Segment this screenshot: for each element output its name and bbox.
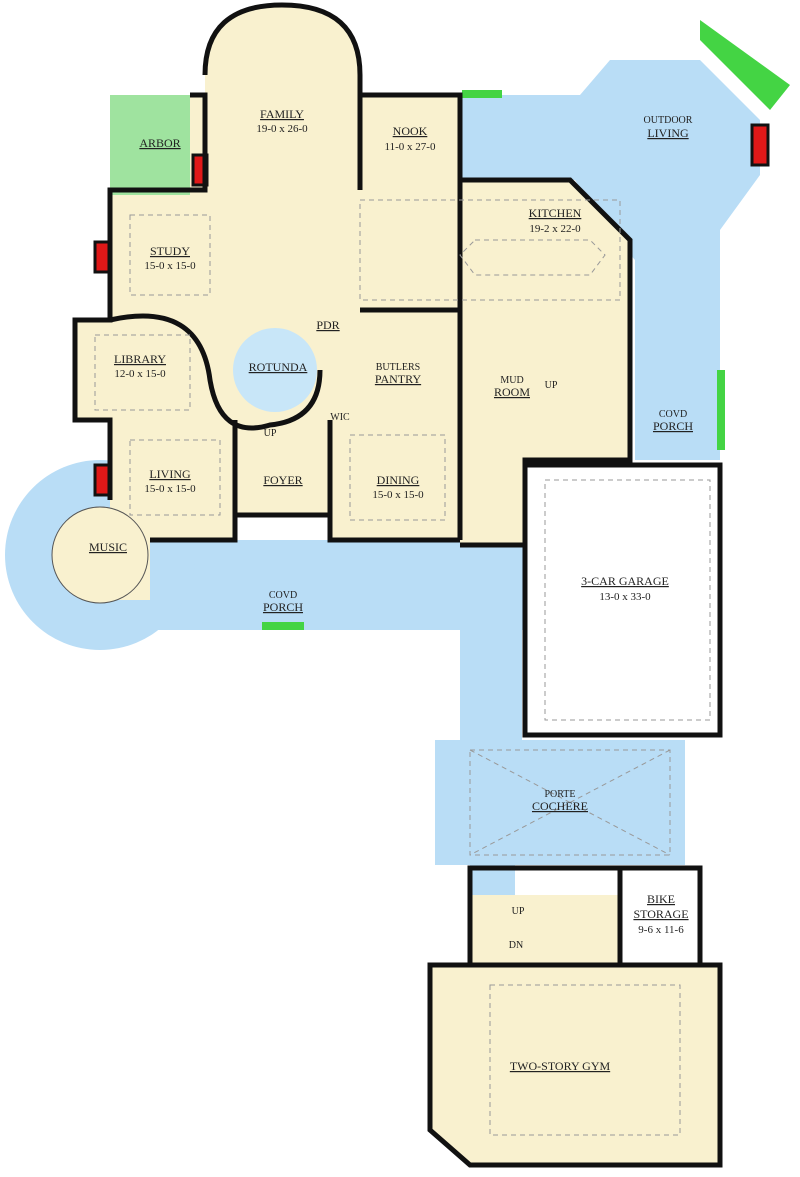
nook-label: NOOK — [393, 124, 428, 138]
rotunda-area — [233, 328, 317, 412]
gym-stair-area — [470, 895, 620, 970]
study-label: STUDY — [150, 244, 190, 258]
outdoor-living-area — [460, 60, 760, 460]
stair-up-label: UP — [512, 906, 525, 917]
gym-label: TWO-STORY GYM — [510, 1059, 611, 1073]
room-labels: FAMILY 19-0 x 26-0 NOOK 11-0 x 27-0 OUTD… — [89, 107, 693, 1073]
porte-label-1: PORTE — [544, 789, 575, 800]
arbor-area — [110, 95, 190, 195]
breezeway-area — [460, 540, 522, 740]
wic-label: WIC — [330, 412, 350, 423]
main-house — [75, 95, 630, 600]
rotunda-up-label: UP — [264, 428, 277, 439]
kitchen-label: KITCHEN — [529, 206, 582, 220]
walls — [72, 2, 723, 1168]
butlers-label-2: PANTRY — [375, 372, 422, 386]
family-label: FAMILY — [260, 107, 304, 121]
bike-dim: 9-6 x 11-6 — [638, 924, 684, 936]
garage-dim: 13-0 x 33-0 — [599, 591, 651, 603]
porte-cochere-area — [435, 740, 685, 865]
study-dim: 15-0 x 15-0 — [144, 260, 196, 272]
fireplace-icons — [93, 123, 770, 497]
outdoor-label-2: LIVING — [647, 126, 689, 140]
library-label: LIBRARY — [114, 352, 166, 366]
rotunda-label: ROTUNDA — [249, 360, 308, 374]
east-porch-label-1: COVD — [659, 409, 687, 420]
garage-area — [525, 465, 720, 735]
fireplace-icon — [93, 240, 111, 274]
arbor-label: ARBOR — [139, 136, 180, 150]
music-room-area — [52, 507, 148, 603]
mud-up-label: UP — [545, 380, 558, 391]
mud-label-2: ROOM — [494, 385, 530, 399]
family-dim: 19-0 x 26-0 — [256, 123, 308, 135]
ceiling-lines — [94, 199, 711, 1136]
outdoor-terrace-edge — [700, 20, 790, 110]
fireplace-icon — [93, 463, 111, 497]
dining-label: DINING — [377, 473, 420, 487]
library-dim: 12-0 x 15-0 — [114, 368, 166, 380]
living-label: LIVING — [149, 467, 191, 481]
east-porch-label-2: PORCH — [653, 419, 693, 433]
living-dim: 15-0 x 15-0 — [144, 483, 196, 495]
mud-label-1: MUD — [500, 375, 523, 386]
bike-label-2: STORAGE — [633, 907, 688, 921]
stair-dn-label: DN — [509, 940, 523, 951]
porch-step-north — [462, 90, 502, 98]
garage-label: 3-CAR GARAGE — [581, 574, 669, 588]
gym-area — [430, 965, 720, 1165]
fireplace-icon — [750, 123, 770, 167]
nook-dim: 11-0 x 27-0 — [385, 141, 436, 153]
dining-dim: 15-0 x 15-0 — [372, 489, 424, 501]
bike-label-1: BIKE — [647, 892, 675, 906]
outdoor-label-1: OUTDOOR — [644, 115, 693, 126]
porte-label-2: COCHERE — [532, 799, 588, 813]
porch-step-front — [262, 622, 304, 630]
butlers-label-1: BUTLERS — [376, 362, 420, 373]
bike-storage-area — [620, 868, 700, 963]
pdr-label: PDR — [316, 318, 339, 332]
kitchen-dim: 19-2 x 22-0 — [529, 223, 581, 235]
family-dome — [205, 5, 360, 190]
front-porch-label-1: COVD — [269, 590, 297, 601]
music-label: MUSIC — [89, 540, 127, 554]
foyer-label: FOYER — [263, 473, 302, 487]
porch-step-east — [717, 370, 725, 450]
music-room-outline — [51, 506, 149, 604]
interior-areas — [52, 5, 720, 1165]
front-porch-label-2: PORCH — [263, 600, 303, 614]
